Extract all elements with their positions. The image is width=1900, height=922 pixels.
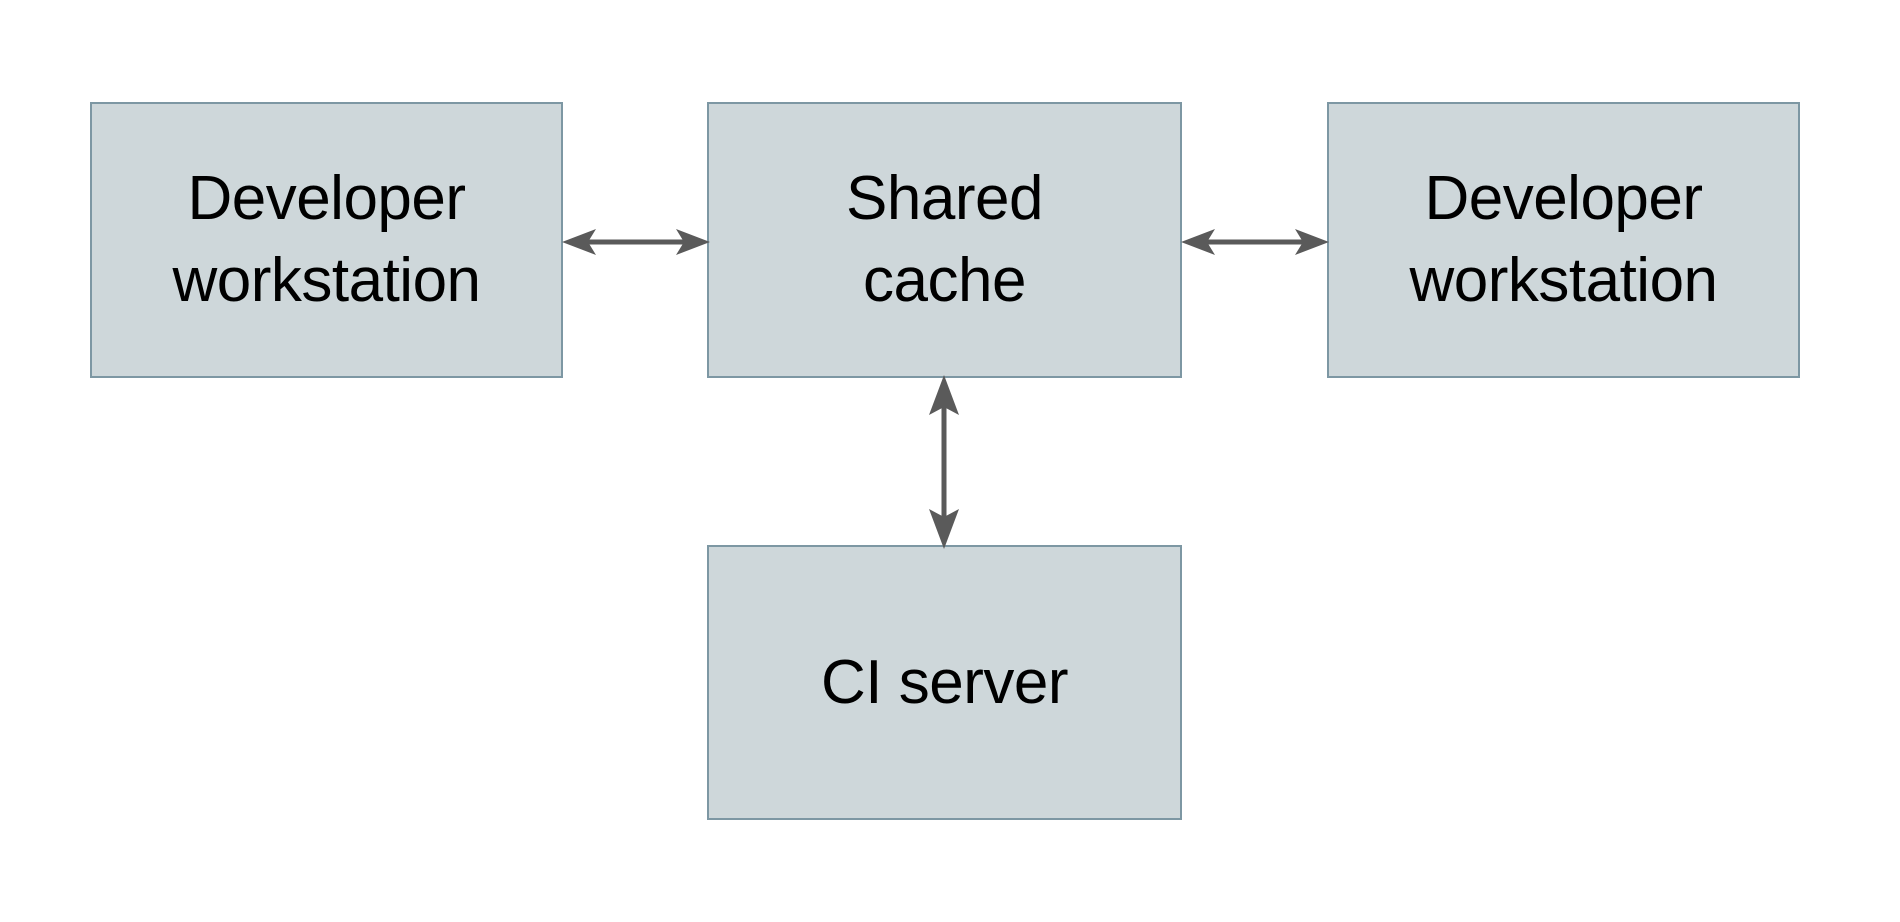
node-label-developer-workstation-right: Developer workstation xyxy=(1409,164,1718,315)
node-developer-workstation-right[interactable]: Developer workstation xyxy=(1327,102,1800,378)
edge-shared-cache-to-developer-workstation-right xyxy=(1181,229,1329,255)
node-developer-workstation-left[interactable]: Developer workstation xyxy=(90,102,563,378)
node-shared-cache[interactable]: Shared cache xyxy=(707,102,1182,378)
node-ci-server[interactable]: CI server xyxy=(707,545,1182,820)
double-arrow-horizontal-icon xyxy=(1181,229,1329,255)
double-arrow-horizontal-icon xyxy=(562,229,710,255)
node-label-developer-workstation-left: Developer workstation xyxy=(172,164,481,315)
edge-developer-workstation-left-to-shared-cache xyxy=(562,229,710,255)
node-label-ci-server: CI server xyxy=(821,647,1068,717)
node-label-shared-cache: Shared cache xyxy=(846,164,1043,315)
edge-shared-cache-to-ci-server xyxy=(929,375,959,549)
double-arrow-vertical-icon xyxy=(929,375,959,549)
